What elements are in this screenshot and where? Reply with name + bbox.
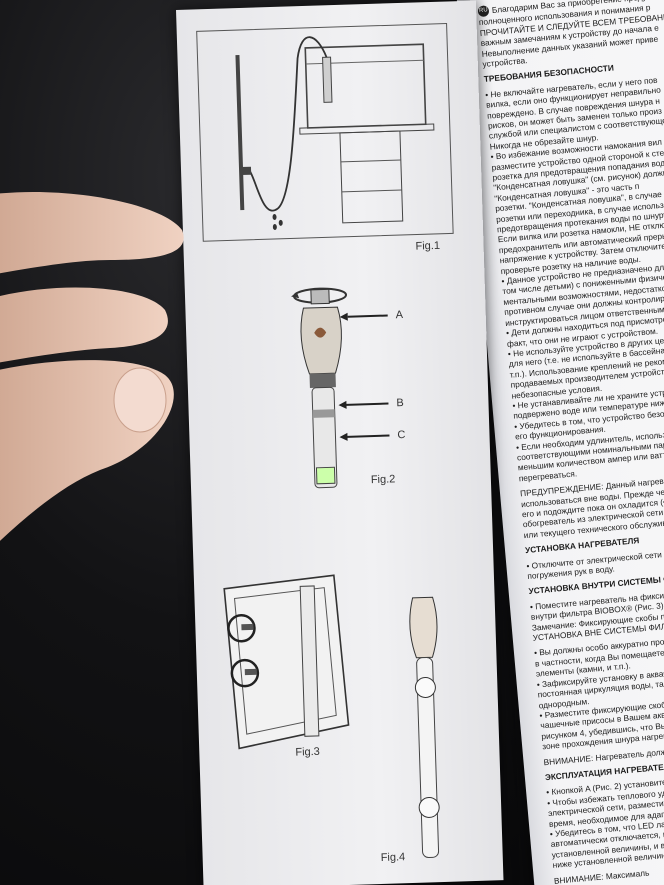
fig2-label: Fig.2 xyxy=(370,473,396,487)
manual-figures-page: Fig.1 A B C Fig.2 xyxy=(176,0,504,885)
label-c: C xyxy=(397,429,406,442)
fig1-drip-loop-illustration xyxy=(196,22,454,242)
label-b: B xyxy=(396,397,404,410)
label-a: A xyxy=(395,309,404,322)
fig4-label: Fig.4 xyxy=(380,851,406,864)
fig1-label: Fig.1 xyxy=(415,239,441,253)
outside-text: • Вы должны особо аккуратно производит в… xyxy=(533,634,664,752)
safety-text: • Не включайте нагреватель, если у него … xyxy=(484,74,664,484)
intro-text: Благодарим Вас за приобретение продукта … xyxy=(478,0,664,69)
fig2-heater-illustration xyxy=(291,287,390,489)
fig3-filter-mount-illustration xyxy=(223,574,350,750)
fig4-suction-cup-illustration xyxy=(409,596,440,858)
hand xyxy=(0,192,184,541)
operation-text: • Кнопкой A (Рис. 2) установите желаему … xyxy=(545,777,664,871)
fig3-label: Fig.3 xyxy=(295,745,321,759)
